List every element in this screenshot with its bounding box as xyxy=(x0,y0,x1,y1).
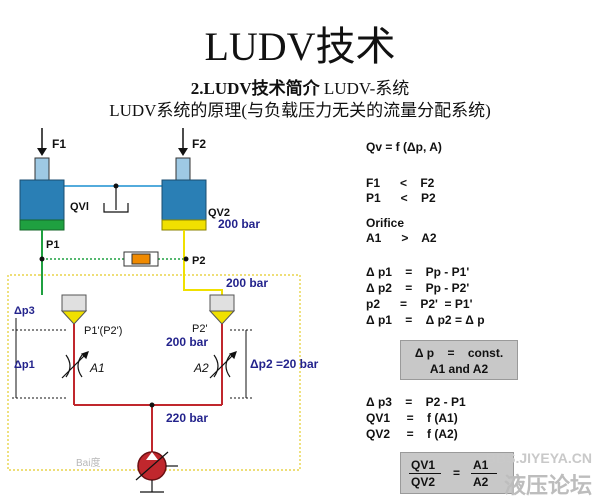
tank-symbol xyxy=(103,186,129,213)
label-qv1: QVl xyxy=(70,201,89,213)
label-p1p2: P1'(P2') xyxy=(84,325,122,337)
label-p1: P1 xyxy=(46,239,59,251)
eq-orifice: Orifice xyxy=(366,216,405,230)
label-dp2: Δp2 =20 bar xyxy=(250,357,319,371)
pilot-lines xyxy=(7,274,301,471)
eq-dp1: Δ p1 = Pp - P1' xyxy=(366,265,470,279)
main-pressure-lines xyxy=(73,324,223,452)
ratio-den-left: QV2 xyxy=(411,475,436,489)
throttle-a2 xyxy=(209,351,237,379)
const-box: Δ p = const. A1 and A2 xyxy=(400,340,518,380)
label-a1: A1 xyxy=(89,361,105,375)
label-qv2: QV2 xyxy=(208,207,230,219)
ludv-hydraulic-diagram: F1 F2 QVl QV2 200 bar P1 P2 200 bar Δp3 … xyxy=(7,128,319,493)
label-220bar: 220 bar xyxy=(166,411,208,425)
eq-dp3: Δ p3 = P2 - P1 xyxy=(366,395,466,409)
compensator-valve-2 xyxy=(208,294,236,325)
ratio-box: QV1 QV2 = A1 A2 xyxy=(400,452,514,494)
dp-arrows xyxy=(12,318,252,399)
eq-p2: p2 = P2' = P1' xyxy=(366,297,473,311)
eq-dp1b: Δ p1 = Δ p2 = Δ p xyxy=(366,313,485,327)
watermark-url: BBS.JIYEYA.CN xyxy=(485,450,592,466)
label-200bar-c: 200 bar xyxy=(166,335,208,349)
throttle-a1 xyxy=(61,351,89,379)
subtitle: 2.LUDV技术简介 LUDV-系统 xyxy=(0,74,600,99)
eq-qv2: QV2 = f (A2) xyxy=(366,427,458,441)
cylinder-2 xyxy=(161,157,207,231)
cylinder-1 xyxy=(19,157,65,231)
label-dp1: Δp1 xyxy=(14,359,35,371)
ratio-num-left: QV1 xyxy=(411,458,436,472)
label-200bar-b: 200 bar xyxy=(226,276,268,290)
eq-q: Qv = f (Δp, A) xyxy=(366,140,442,154)
label-f1: F1 xyxy=(52,137,66,151)
subtitle-rest: LUDV-系统 xyxy=(319,79,410,98)
subtitle-principle: LUDV系统的原理(与负载压力无关的流量分配系统) xyxy=(109,101,491,120)
const-box-line2: A1 and A2 xyxy=(429,362,489,376)
label-a2: A2 xyxy=(193,361,209,375)
const-box-line1: Δ p = const. xyxy=(414,346,504,360)
eq-f: F1 < F2 xyxy=(366,176,435,190)
page-title: LUDV技术 xyxy=(204,24,396,69)
label-p2: P2 xyxy=(192,255,205,267)
pump xyxy=(135,451,178,493)
eq-a: A1 > A2 xyxy=(366,231,437,245)
ratio-eq: = xyxy=(453,466,461,480)
eq-dp2: Δ p2 = Pp - P2' xyxy=(366,281,470,295)
watermark-forum: 液压论坛 xyxy=(503,473,592,498)
shuttle-valve xyxy=(123,251,159,267)
baidu-watermark: Bai度 xyxy=(76,456,100,469)
subtitle-bold: 2.LUDV技术简介 xyxy=(190,79,320,98)
label-p2prime: P2' xyxy=(192,323,208,335)
label-200bar-a: 200 bar xyxy=(218,217,260,231)
ratio-num-right: A1 xyxy=(473,458,489,472)
ratio-den-right: A2 xyxy=(473,475,489,489)
eq-p: P1 < P2 xyxy=(366,191,436,205)
compensator-valve-1 xyxy=(60,294,88,325)
label-dp3: Δp3 xyxy=(14,305,35,317)
eq-qv1: QV1 = f (A1) xyxy=(366,411,458,425)
label-f2: F2 xyxy=(192,137,206,151)
